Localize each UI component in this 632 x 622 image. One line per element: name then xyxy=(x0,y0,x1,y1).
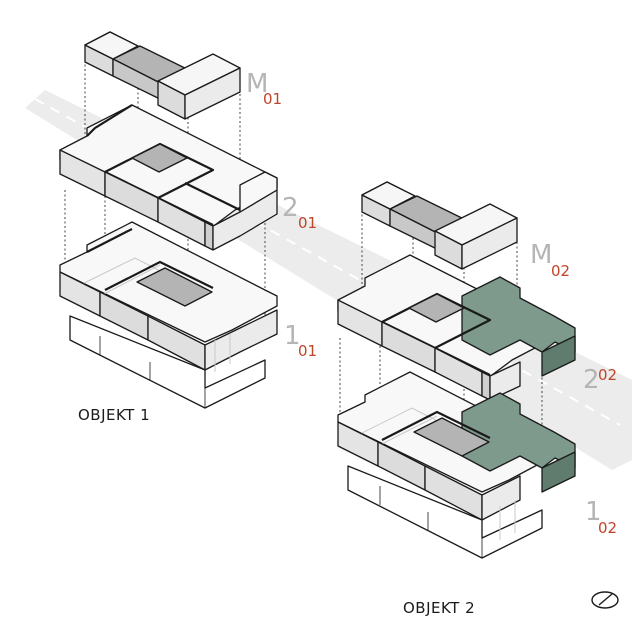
floor-label-o1-m: M 01 xyxy=(246,69,282,108)
svg-text:M: M xyxy=(246,69,268,99)
svg-text:01: 01 xyxy=(263,90,282,108)
objekt-1-label: OBJEKT 1 xyxy=(78,406,150,424)
svg-text:2: 2 xyxy=(282,193,299,223)
svg-text:01: 01 xyxy=(298,214,317,232)
north-compass-icon xyxy=(591,591,619,609)
svg-text:02: 02 xyxy=(598,366,617,384)
objekt-1-floor-1 xyxy=(59,221,278,409)
floor-label-o1-2: 2 01 xyxy=(282,193,317,232)
svg-text:M: M xyxy=(530,240,552,270)
svg-text:02: 02 xyxy=(598,519,617,537)
svg-text:01: 01 xyxy=(298,342,317,360)
objekt-1-floor-1 xyxy=(337,371,576,559)
floor-label-o2-1: 1 02 xyxy=(585,497,617,537)
objekt-1: OBJEKT 1 xyxy=(59,31,278,424)
objekt-1-floor-2 xyxy=(59,104,278,251)
objekt-2-label: OBJEKT 2 xyxy=(403,599,475,617)
floor-label-o1-1: 1 01 xyxy=(284,321,317,360)
svg-text:1: 1 xyxy=(284,321,301,351)
objekt-2-floor-m xyxy=(361,181,518,270)
objekt-1-floor-m xyxy=(84,31,241,120)
objekt-2-floor-2 xyxy=(337,254,576,401)
svg-text:02: 02 xyxy=(551,262,570,280)
svg-text:1: 1 xyxy=(585,497,602,527)
svg-text:2: 2 xyxy=(583,365,600,395)
floor-label-o2-2: 2 02 xyxy=(583,365,617,395)
floor-label-o2-m: M 02 xyxy=(530,240,570,280)
objekt-2: OBJEKT 2 xyxy=(337,181,576,617)
